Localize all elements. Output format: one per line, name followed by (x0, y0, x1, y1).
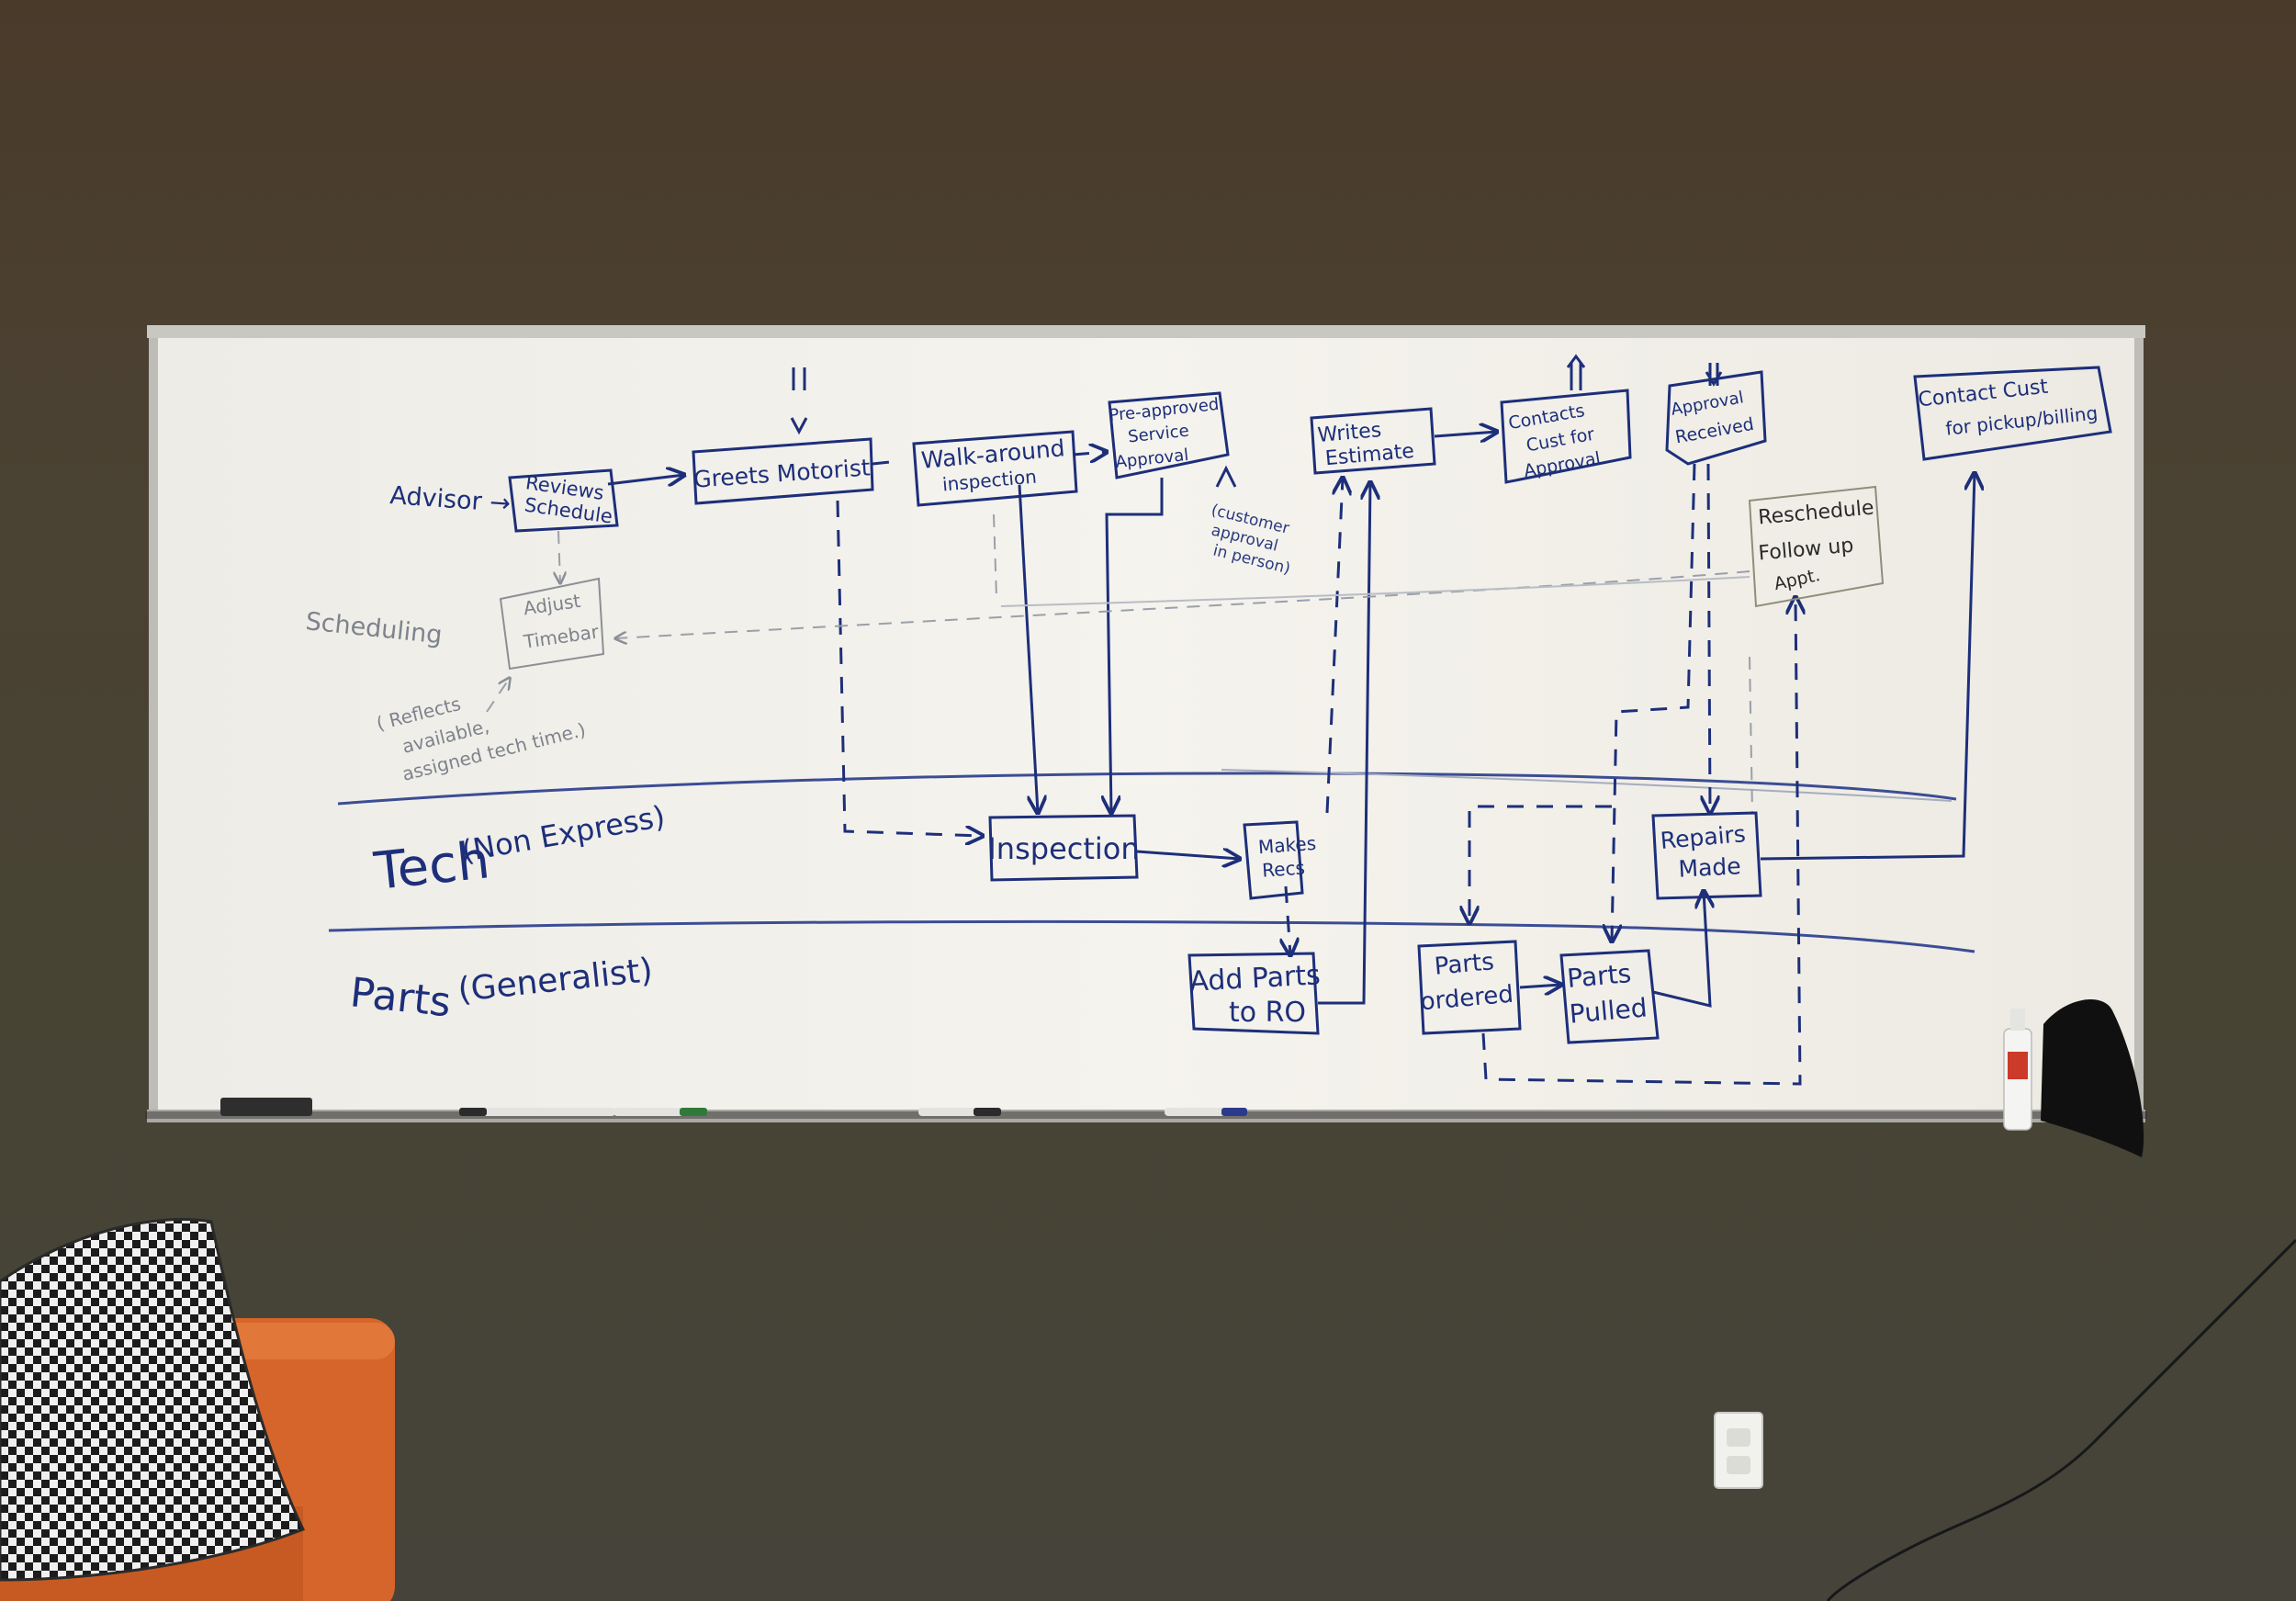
box-contacts-cust-approval: Contacts Cust for Approval (1500, 389, 1632, 484)
svg-text:Recs: Recs (1261, 856, 1305, 881)
svg-text:Inspection: Inspection (987, 831, 1139, 866)
svg-text:Parts: Parts (1434, 948, 1495, 981)
svg-text:Made: Made (1678, 852, 1742, 883)
whiteboard (145, 325, 2147, 1122)
svg-text:Parts: Parts (1566, 958, 1632, 994)
lane-label-parts-main: Parts (348, 969, 454, 1026)
svg-text:Makes: Makes (1257, 832, 1317, 858)
box-parts-pulled: Parts Pulled (1559, 949, 1660, 1044)
pillow (0, 1218, 306, 1582)
svg-text:Pulled: Pulled (1569, 992, 1649, 1029)
svg-text:to RO: to RO (1229, 997, 1306, 1029)
svg-text:Add Parts: Add Parts (1188, 959, 1321, 998)
lane-divider-tech-parts (328, 919, 1975, 953)
dashed-flow-lines (836, 452, 1800, 1086)
wall-outlet (1714, 1412, 1763, 1489)
lane-divider-advisor-tech (337, 772, 1957, 806)
lane-label-tech-main: Tech (371, 830, 493, 902)
flow-lines (607, 354, 1975, 1008)
box-makes-recs: Makes Recs (1243, 820, 1317, 900)
marker-tray (220, 999, 2144, 1157)
box-add-parts-to-ro: Add Parts to RO (1187, 952, 1322, 1035)
faint-flow-lines (486, 513, 1753, 814)
cable (1826, 1238, 2296, 1601)
svg-text:Writes: Writes (1317, 419, 1382, 447)
box-inspection: Inspection (987, 814, 1140, 882)
box-writes-estimate: Writes Estimate (1310, 407, 1436, 475)
box-walk-around-inspection: Walk-around inspection (912, 430, 1078, 507)
